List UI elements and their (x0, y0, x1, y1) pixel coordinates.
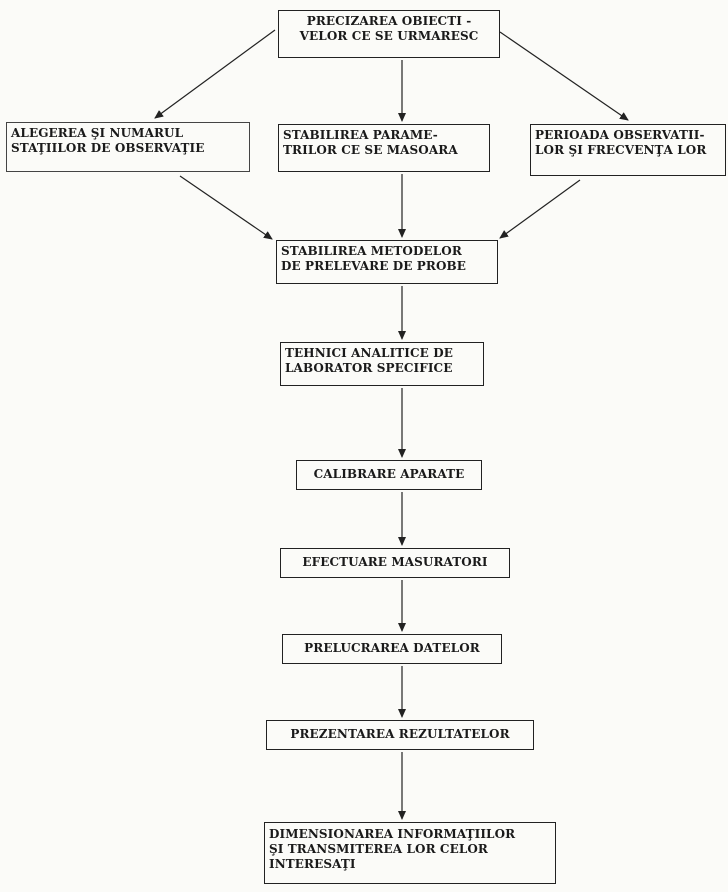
arrow-stations-to-sampling (179, 175, 273, 240)
node-dissemination: DIMENSIONAREA INFORMAŢIILOR ŞI TRANSMITE… (264, 822, 556, 884)
node-objectives-line-2: VELOR CE SE URMARESC (299, 29, 479, 43)
node-processing: PRELUCRAREA DATELOR (282, 634, 502, 664)
node-presentation-line-1: PREZENTAREA REZULTATELOR (290, 727, 510, 741)
node-period-line-2: LOR ŞI FRECVENŢA LOR (535, 143, 707, 157)
node-measurements: EFECTUARE MASURATORI (280, 548, 510, 578)
node-calibration-line-1: CALIBRARE APARATE (313, 467, 465, 481)
node-period: PERIOADA OBSERVATII- LOR ŞI FRECVENŢA LO… (530, 124, 726, 176)
arrow-period-to-sampling (499, 179, 581, 239)
node-dissemination-line-1: DIMENSIONAREA INFORMAŢIILOR (269, 827, 516, 841)
node-parameters-line-1: STABILIREA PARAME- (283, 128, 438, 142)
node-dissemination-line-3: INTERESAŢI (269, 857, 356, 871)
node-sampling: STABILIREA METODELOR DE PRELEVARE DE PRO… (276, 240, 498, 284)
node-stations: ALEGEREA ŞI NUMARUL STAŢIILOR DE OBSERVA… (6, 122, 250, 172)
node-dissemination-line-2: ŞI TRANSMITEREA LOR CELOR (269, 842, 488, 856)
node-stations-line-2: STAŢIILOR DE OBSERVAŢIE (11, 141, 205, 155)
node-presentation: PREZENTAREA REZULTATELOR (266, 720, 534, 750)
node-lab-techniques-line-2: LABORATOR SPECIFICE (285, 361, 453, 375)
arrow-objectives-to-stations (154, 29, 276, 119)
node-calibration: CALIBRARE APARATE (296, 460, 482, 490)
node-processing-line-1: PRELUCRAREA DATELOR (304, 641, 480, 655)
node-sampling-line-2: DE PRELEVARE DE PROBE (281, 259, 467, 273)
node-lab-techniques-line-1: TEHNICI ANALITICE DE (285, 346, 453, 360)
node-measurements-line-1: EFECTUARE MASURATORI (302, 555, 488, 569)
node-objectives: PRECIZAREA OBIECTI - VELOR CE SE URMARES… (278, 10, 500, 58)
node-period-line-1: PERIOADA OBSERVATII- (535, 128, 705, 142)
node-objectives-line-1: PRECIZAREA OBIECTI - (306, 14, 472, 28)
node-sampling-line-1: STABILIREA METODELOR (281, 244, 462, 258)
node-parameters-line-2: TRILOR CE SE MASOARA (283, 143, 458, 157)
node-stations-line-1: ALEGEREA ŞI NUMARUL (11, 126, 184, 140)
arrow-objectives-to-period (499, 31, 629, 121)
node-lab-techniques: TEHNICI ANALITICE DE LABORATOR SPECIFICE (280, 342, 484, 386)
node-parameters: STABILIREA PARAME- TRILOR CE SE MASOARA (278, 124, 490, 172)
